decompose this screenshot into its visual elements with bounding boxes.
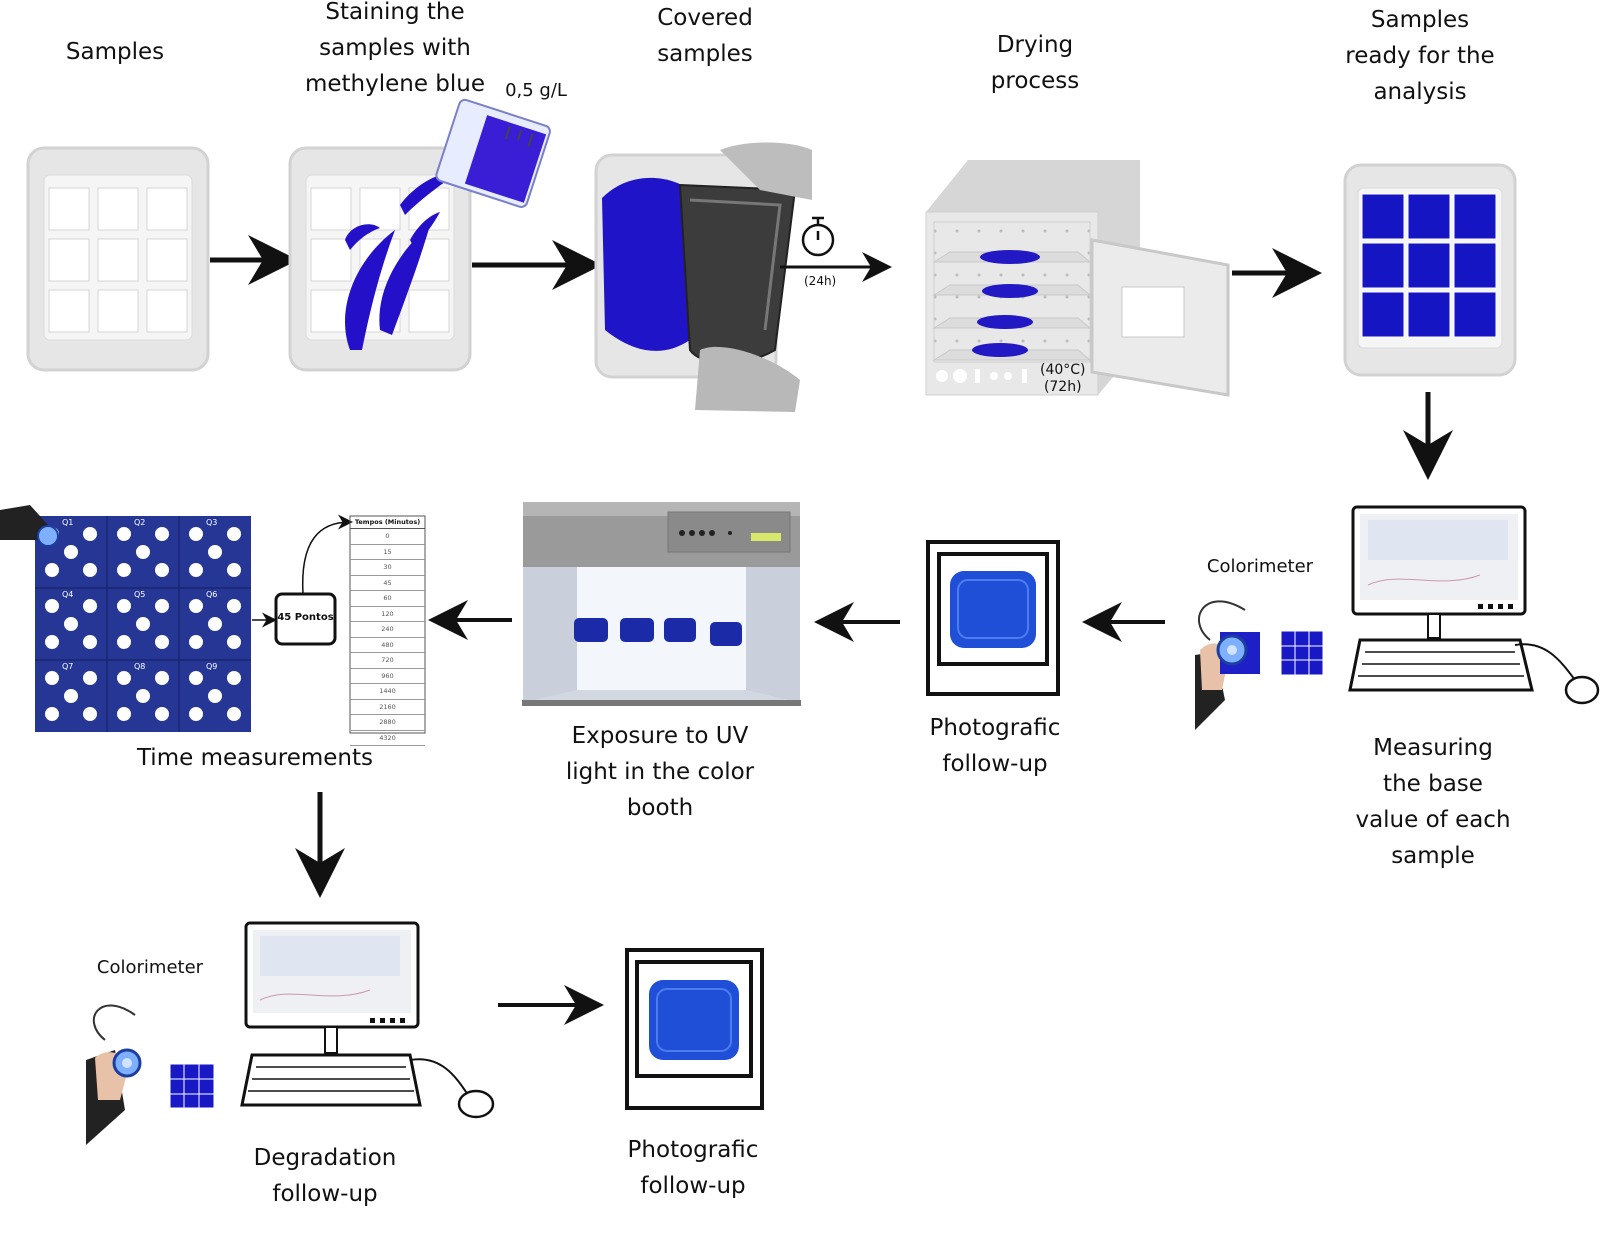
tray-icon [26,146,210,372]
time-table-frame [349,515,426,734]
sample-grid [0,505,251,732]
covering-film-icon [678,142,812,412]
colorimeter-icon [86,1004,142,1145]
time-table-row: 15 [350,545,425,560]
label-points: 45 Pontos [277,612,334,623]
grid-label: Q3 [206,518,218,527]
sample-square-icon [169,1063,215,1109]
label-measuring: Measuring the base value of each sample [1355,735,1511,869]
label-covered: Covered samples [657,5,753,67]
label-concentration: 0,5 g/L [505,80,567,101]
grid-label: Q7 [62,662,74,671]
time-table-row: 720 [350,653,425,669]
label-cover-time: (24h) [804,274,837,288]
label-samples: Samples [65,39,165,65]
keyboard-icon [1348,638,1534,692]
oven-icon [925,160,1230,397]
time-table-row: 240 [350,622,425,638]
time-table-row: 60 [350,591,425,607]
label-staining: Staining the samples with methylene blue [304,0,486,97]
stain-splash-icon [345,174,455,350]
keyboard-icon [240,1053,422,1107]
beaker-icon [435,98,551,208]
time-table-header: Tempos (Minutos) [350,516,425,529]
label-drying: Drying process [990,32,1080,94]
grid-label: Q4 [62,590,74,599]
grid-label: Q6 [206,590,218,599]
time-table-row: 4320 [350,731,425,746]
stopwatch-icon [801,216,835,257]
time-table-row: 2160 [350,700,425,715]
label-photo-1: Photografic follow-up [929,715,1061,777]
sample-square-icon [1280,630,1324,676]
arrow-icon [301,514,353,595]
time-table-row: 0 [350,529,425,545]
time-table-row: 960 [350,669,425,684]
mouse-icon [457,1089,495,1119]
label-colorimeter-1: Colorimeter [1206,556,1314,577]
grid-label: Q5 [134,590,146,599]
photo-frame-icon [926,540,1060,696]
label-time-measurements: Time measurements [136,745,374,771]
time-table-row: 1440 [350,684,425,700]
label-photo-2: Photografic follow-up [627,1137,759,1199]
time-table-row: 2880 [350,715,425,731]
grid-label: Q8 [134,662,146,671]
time-table-row: 30 [350,560,425,576]
label-degradation: Degradation follow-up [253,1145,397,1207]
mouse-icon [1564,675,1600,705]
uv-booth-icon [522,502,801,706]
label-uv-exposure: Exposure to UV light in the color booth [565,723,755,821]
label-ready: Samples ready for the analysis [1345,7,1495,105]
points-box [274,592,337,646]
photo-frame-icon [625,948,764,1110]
tray-icon [1343,163,1517,377]
label-colorimeter-2: Colorimeter [96,957,204,978]
time-table-row: 120 [350,607,425,622]
monitor-icon [1351,505,1527,639]
monitor-icon [244,921,420,1054]
time-table-row: 45 [350,576,425,591]
time-table-row: 480 [350,638,425,653]
colorimeter-icon [1195,600,1260,730]
grid-label: Q2 [134,518,146,527]
grid-label: Q9 [206,662,218,671]
grid-label: Q1 [62,518,74,527]
label-oven-settings: (40°C) (72h) [1040,362,1086,395]
